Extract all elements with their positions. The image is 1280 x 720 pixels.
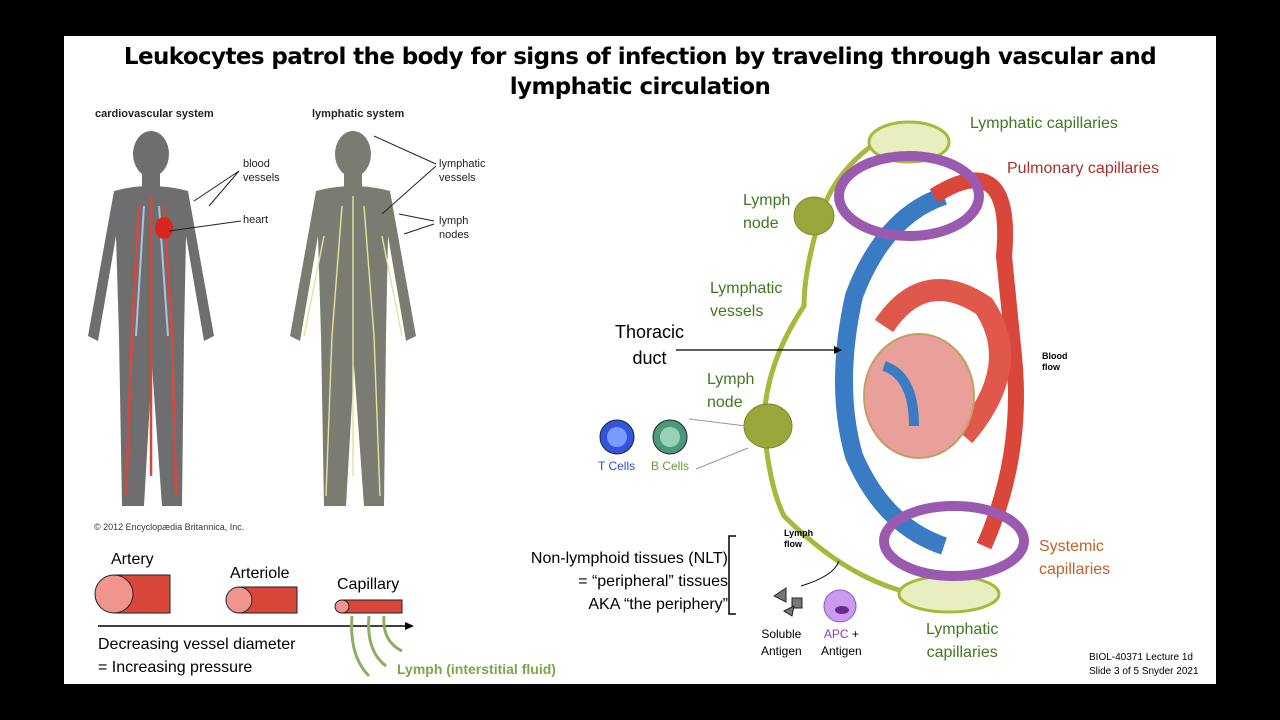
label-systemic-capillaries: Systemic capillaries — [1039, 538, 1111, 578]
diagram-graphics — [88, 120, 1029, 678]
figure-leader-lines — [168, 135, 437, 235]
artery-cylinder — [94, 574, 171, 614]
lymphatic-body-figure — [290, 131, 416, 506]
label-blood-flow: Blood flow — [1042, 351, 1068, 372]
apc-cell-icon — [823, 589, 857, 623]
copyright: © 2012 Encyclopædia Britannica, Inc. — [94, 522, 245, 532]
footer: BIOL-40371 Lecture 1d Slide 3 of 5 Snyde… — [1089, 651, 1199, 679]
footer-slide: Slide 3 of 5 Snyder 2021 — [1089, 666, 1199, 677]
label-artery: Artery — [111, 551, 154, 568]
label-lymph-flow: Lymph flow — [784, 528, 814, 549]
label-lymphatic-capillaries-top: Lymphatic capillaries — [970, 115, 1118, 132]
caption-pressure: = Increasing pressure — [98, 659, 253, 676]
label-lymph-node-top: Lymph node — [743, 192, 791, 232]
label-soluble-antigen: Soluble Antigen — [761, 627, 802, 658]
label-lymph-node-bottom: Lymph node — [707, 371, 755, 411]
nlt-line-2: = “peripheral” tissues — [578, 573, 728, 590]
footer-course: BIOL-40371 Lecture 1d — [1089, 652, 1193, 663]
label-thoracic-duct: Thoracic duct — [615, 322, 685, 368]
nlt-bracket — [728, 535, 736, 615]
blood-circuit — [834, 151, 1029, 581]
pressure-arrow — [98, 622, 414, 630]
lymph-flow-arrow — [800, 560, 840, 587]
lymph-node-top — [793, 196, 835, 236]
slide-title: Leukocytes patrol the body for signs of … — [123, 44, 1157, 100]
label-b-cells: B Cells — [651, 459, 690, 473]
label-apc: APC — [823, 627, 849, 641]
label-arteriole: Arteriole — [230, 565, 290, 582]
label-apc-antigen: APC + Antigen — [821, 626, 862, 660]
label-heart: heart — [243, 214, 269, 226]
label-t-cells: T Cells — [598, 459, 636, 473]
lymphatic-capillary-net-bottom — [897, 574, 1001, 614]
lymph-drain-arrows — [350, 615, 403, 678]
label-apc-suffix: + Antigen — [821, 627, 862, 658]
label-lymphatic-vessels: Lymphatic vessels — [710, 280, 783, 320]
arteriole-cylinder — [225, 586, 298, 614]
label-lymphatic-capillaries-bottom: Lymphatic capillaries — [926, 621, 999, 661]
label-lymph-interstitial: Lymph (interstitial fluid) — [397, 661, 556, 677]
lymphatic-capillary-net-top — [867, 120, 951, 164]
nlt-line-3: AKA “the periphery” — [588, 596, 728, 613]
soluble-antigen-icon — [773, 587, 803, 617]
cardiovascular-body-figure — [88, 131, 214, 506]
label-capillary: Capillary — [337, 576, 400, 593]
label-lymph-nodes: lymph nodes — [439, 215, 469, 241]
nlt-line-1: Non-lymphoid tissues (NLT) — [530, 550, 728, 567]
slide: Leukocytes patrol the body for signs of … — [64, 36, 1216, 684]
cardiovascular-heading: cardiovascular system — [95, 108, 214, 120]
label-blood-vessels: blood vessels — [243, 158, 280, 184]
caption-diameter: Decreasing vessel diameter — [98, 636, 296, 653]
capillary-cylinder — [334, 599, 403, 614]
label-pulmonary-capillaries: Pulmonary capillaries — [1007, 160, 1160, 177]
lymphatic-heading: lymphatic system — [312, 108, 405, 120]
label-lymphatic-vessels: lymphatic vessels — [439, 158, 486, 184]
